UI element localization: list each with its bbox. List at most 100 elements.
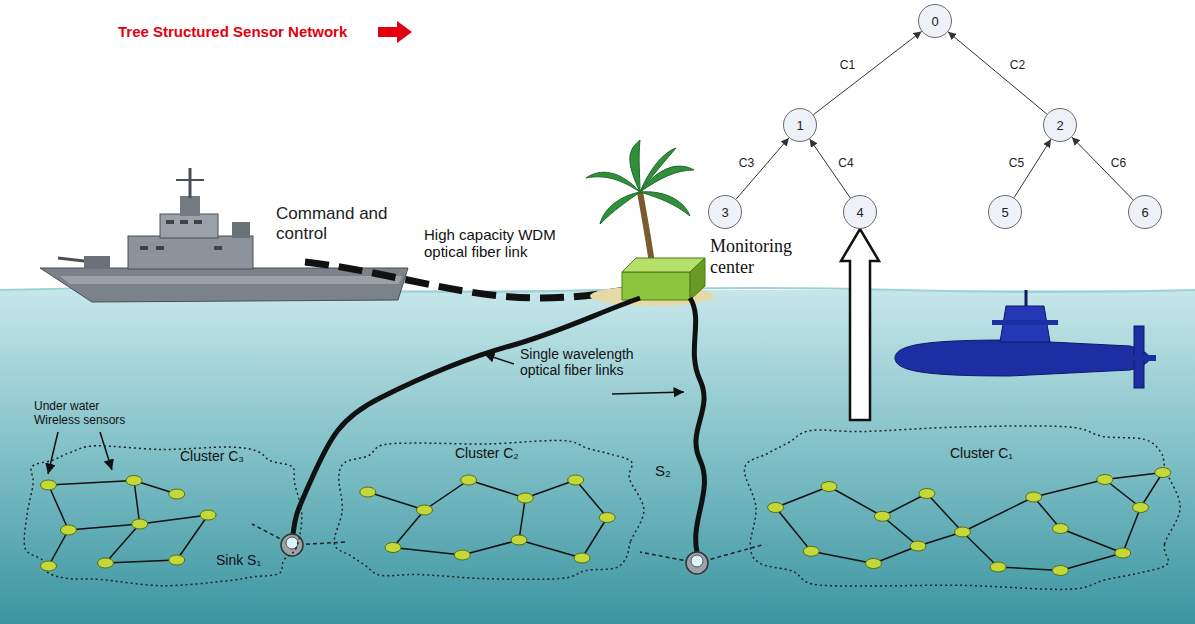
- sensor-cluster: Cluster C₃: [20, 440, 305, 590]
- wireless-sensor: [132, 519, 148, 529]
- fiber-link-s2: [690, 298, 704, 552]
- ship-bridge: [160, 214, 218, 238]
- tree-node-circle: 2: [1043, 108, 1077, 142]
- sensor-link: [998, 567, 1060, 571]
- sensor-link: [776, 508, 812, 552]
- sensor-link: [582, 518, 607, 559]
- node-number: 1: [796, 118, 803, 133]
- wireless-sensor: [517, 493, 533, 503]
- edge-label: C3: [737, 156, 756, 170]
- palm-fronds-part: [640, 148, 676, 192]
- annotation-label: Sink S₁: [216, 552, 286, 568]
- annotation-label: Command and control: [276, 204, 396, 243]
- wireless-sensor: [41, 561, 57, 571]
- wireless-sensor: [874, 511, 890, 521]
- tree-edge: [736, 138, 789, 199]
- sensor-link: [1141, 473, 1163, 508]
- wireless-sensor: [41, 480, 57, 490]
- palm-fronds-part: [600, 192, 640, 224]
- node-number: 4: [856, 205, 863, 220]
- edge-label: C5: [1007, 156, 1026, 170]
- palm-fronds-part: [640, 192, 690, 216]
- palm-fronds-part: [586, 172, 640, 192]
- sensor-link: [68, 524, 139, 530]
- wireless-sensor: [990, 562, 1006, 572]
- annotation-label: High capacity WDM optical fiber link: [424, 226, 602, 261]
- ship-windows-part: [166, 220, 174, 224]
- edge-label: C2: [1008, 58, 1027, 72]
- cluster-boundary: [334, 440, 644, 579]
- node-number: 0: [931, 14, 938, 29]
- ship-hull-stripe: [60, 276, 402, 284]
- wireless-sensor: [821, 482, 837, 492]
- title-arrow: [378, 21, 412, 43]
- sub-stern-plane: [1122, 355, 1156, 361]
- sensor-link: [519, 540, 582, 558]
- sensor-link: [963, 497, 1034, 532]
- leader-arrow: [100, 432, 112, 470]
- monitoring-center-cube-part: [690, 258, 705, 300]
- sensor-link: [368, 492, 425, 510]
- sensor-link: [882, 516, 918, 546]
- ship-mast: [189, 168, 192, 198]
- sub-periscope: [1025, 290, 1028, 306]
- ship-windows: [140, 220, 222, 250]
- sensor-link: [134, 481, 140, 525]
- ship-windows-part: [180, 220, 188, 224]
- sensor-link: [1034, 480, 1105, 498]
- sensor-link: [576, 480, 608, 518]
- cluster-label: Cluster C₁: [950, 445, 1013, 461]
- annotation-label: S₂: [655, 462, 695, 479]
- wireless-sensor: [955, 527, 971, 537]
- sensor-link: [776, 487, 829, 508]
- wireless-sensor: [1115, 548, 1131, 558]
- submarine: [895, 290, 1156, 388]
- fiber-link-s1: [293, 298, 640, 534]
- sensor-link: [462, 540, 519, 555]
- island: [586, 140, 714, 306]
- tree-node-circle: 6: [1128, 195, 1162, 229]
- wireless-sensor: [385, 543, 401, 553]
- tree-node-circle: 3: [708, 195, 742, 229]
- sensor-link: [49, 485, 69, 530]
- wireless-sensor: [910, 541, 926, 551]
- wireless-sensor: [417, 505, 433, 515]
- ship-windows-part: [140, 246, 148, 250]
- cluster-outline: [20, 440, 305, 590]
- wireless-sensor: [98, 558, 114, 568]
- sensor-cluster: Cluster C₂: [330, 435, 645, 585]
- wireless-sensor: [454, 550, 470, 560]
- wireless-sensor: [1052, 524, 1068, 534]
- sink-s2-part: [686, 552, 708, 574]
- data-flow-arrow: [841, 229, 879, 420]
- sink-s1: [252, 524, 345, 556]
- sensor-link: [1123, 508, 1141, 554]
- wireless-sensor: [574, 553, 590, 563]
- edge-label: C1: [838, 58, 857, 72]
- ship-windows-part: [194, 220, 202, 224]
- ship-hull: [40, 268, 408, 302]
- cluster-label: Cluster C₃: [180, 448, 244, 464]
- sub-sail-plane: [992, 320, 1058, 325]
- ship-gun-mount: [84, 256, 110, 269]
- ship-mast-block: [180, 196, 200, 216]
- sensor-link: [140, 515, 208, 524]
- node-number: 3: [721, 205, 728, 220]
- annotation-label: Single wavelength optical fiber links: [520, 346, 662, 378]
- sensor-link: [106, 524, 140, 563]
- sensor-link: [106, 560, 177, 563]
- sensor-link: [1060, 553, 1122, 571]
- leader-arrow: [484, 354, 514, 364]
- sensor-link: [425, 480, 469, 510]
- sensor-link: [963, 532, 999, 567]
- sink-s2: [640, 545, 762, 574]
- wireless-sensor: [169, 489, 185, 499]
- cluster-label: Cluster C₂: [455, 445, 519, 461]
- sensor-link: [525, 480, 575, 498]
- node-number: 2: [1056, 118, 1063, 133]
- palm-fronds: [586, 140, 694, 224]
- wireless-sensor: [126, 476, 142, 486]
- wireless-sensor: [1155, 468, 1171, 478]
